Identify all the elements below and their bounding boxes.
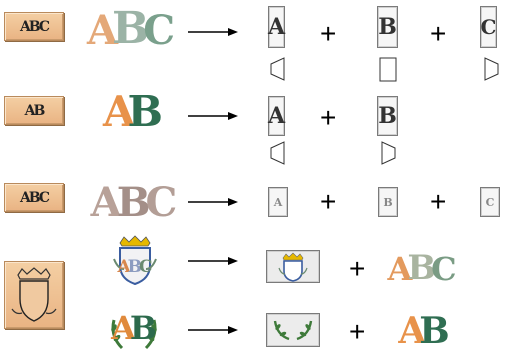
monogram-letter-c: C: [143, 7, 176, 54]
laurel-frame-tile: [266, 313, 320, 347]
arrow-icon: [188, 197, 240, 207]
part-tile-c: C: [480, 6, 497, 48]
laurel-monogram-icon: [108, 306, 160, 359]
monogram-ab-colored: A B: [398, 310, 450, 352]
crest-style-button[interactable]: [4, 261, 64, 329]
monogram-letter-b: B: [116, 179, 151, 226]
part-tile-a: A: [268, 96, 285, 136]
style-button-abc[interactable]: ABC: [4, 12, 64, 41]
laurel-frame-icon: [273, 320, 313, 341]
part-tile-a: A: [268, 6, 285, 48]
arrow-icon: [188, 256, 240, 266]
monogram-letter-a: A: [102, 87, 136, 136]
monogram-letter-b: B: [112, 3, 150, 54]
part-tile-b: B: [377, 6, 398, 48]
crest-outline-icon: [11, 267, 57, 322]
plus-operator: +: [430, 18, 447, 49]
monogram-abc-colored: A B C: [87, 3, 175, 54]
crest-monogram-letters: A B C: [117, 257, 153, 277]
crest-frame-tile: [266, 250, 320, 283]
rectangle-shape-icon: [379, 57, 399, 88]
laurel-monogram-letters: A B: [111, 309, 157, 347]
part-tile-b: B: [378, 187, 398, 217]
monogram-letter-a: A: [86, 7, 118, 54]
crest-monogram-icon: [112, 235, 158, 290]
part-tile-a: A: [268, 187, 288, 217]
plus-operator: +: [349, 253, 366, 284]
crest-frame-icon: [278, 252, 308, 282]
monogram-letter-c: C: [145, 179, 178, 226]
part-tile-b: B: [377, 96, 398, 136]
right-shape-icon: [379, 141, 399, 170]
plus-operator: +: [320, 102, 337, 133]
arrow-icon: [188, 27, 240, 37]
monogram-letter-b: B: [127, 87, 164, 136]
left-shape-icon: [268, 141, 288, 170]
monogram-ab-colored: A B: [103, 87, 163, 133]
plus-operator: +: [349, 316, 366, 347]
plus-operator: +: [430, 186, 447, 217]
style-button-abc-serif[interactable]: ABC: [4, 183, 64, 212]
left-shape-icon: [268, 57, 288, 86]
plus-operator: +: [320, 186, 337, 217]
monogram-letter-a: A: [90, 179, 122, 226]
monogram-abc-block: A B C: [91, 179, 178, 226]
right-shape-icon: [482, 57, 502, 86]
arrow-icon: [188, 111, 240, 121]
part-tile-c: C: [480, 187, 500, 217]
monogram-abc-colored: A B C: [387, 248, 457, 288]
arrow-icon: [188, 325, 240, 335]
style-button-ab[interactable]: AB: [4, 96, 64, 125]
plus-operator: +: [320, 18, 337, 49]
